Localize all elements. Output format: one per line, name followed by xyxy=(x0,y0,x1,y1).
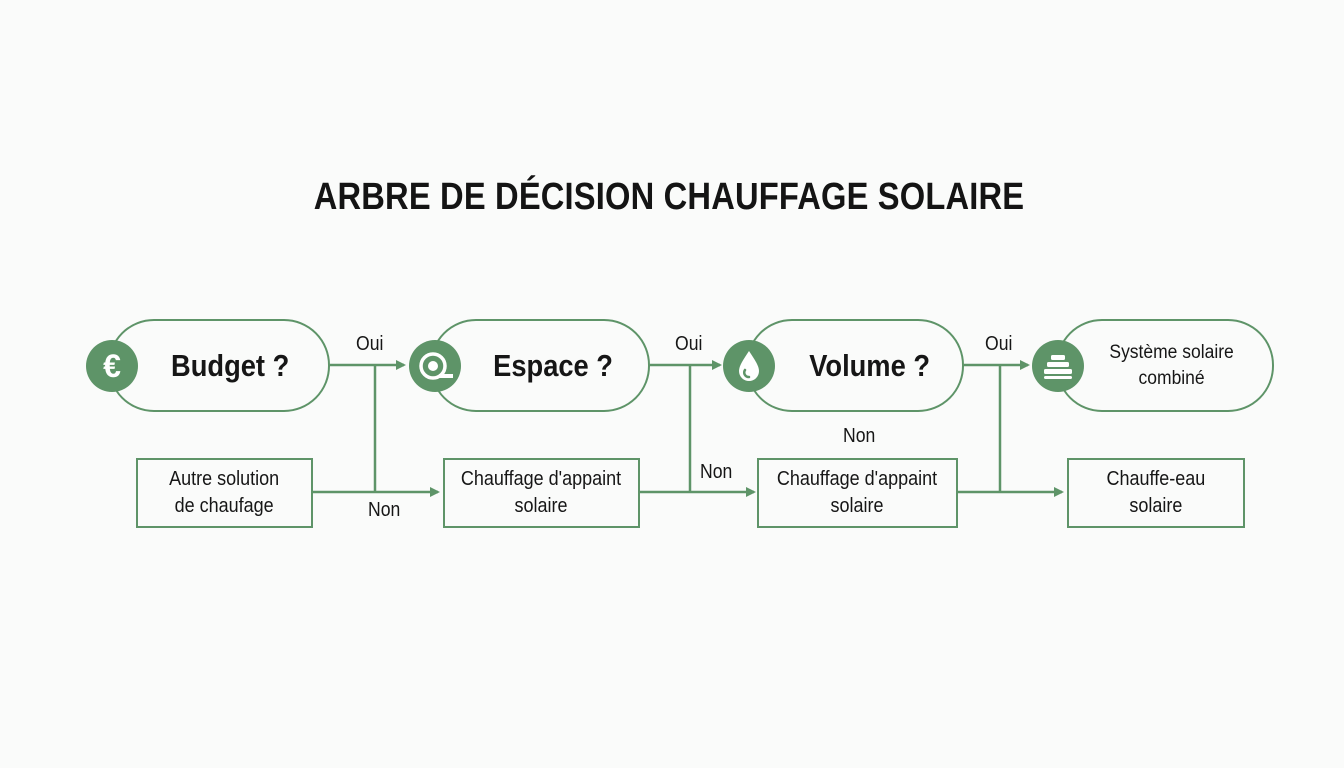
diagram-title: ARBRE DE DÉCISION CHAUFFAGE SOLAIRE xyxy=(313,176,1025,218)
outcome-water-heater: Chauffe-eau solaire xyxy=(1067,458,1245,528)
outcome-backup-heating-1: Chauffage d'appaint solaire xyxy=(443,458,640,528)
decision-espace: Espace ? xyxy=(430,319,650,412)
outcome-water-heater-label: Chauffe-eau solaire xyxy=(1106,468,1206,517)
tape-measure-icon xyxy=(409,340,461,392)
euro-icon: € xyxy=(86,340,138,392)
decision-budget-label: Budget ? xyxy=(170,347,290,383)
edge-label-yes-1: Oui xyxy=(356,333,384,355)
decision-volume: Volume ? xyxy=(746,319,964,412)
solar-panel-icon xyxy=(1032,340,1084,392)
edge-label-no-1: Non xyxy=(368,499,401,521)
edge-label-yes-3: Oui xyxy=(985,333,1013,355)
outcome-other-solution-label: Autre solution de chaufage xyxy=(169,468,280,517)
decision-volume-label: Volume ? xyxy=(809,347,931,383)
water-drop-icon xyxy=(723,340,775,392)
final-system-label: Système solaire combiné xyxy=(1109,341,1235,389)
decision-budget: Budget ? xyxy=(108,319,330,412)
final-system: Système solaire combiné xyxy=(1056,319,1274,412)
edge-label-yes-2: Oui xyxy=(675,333,703,355)
edge-label-no-3: Non xyxy=(843,425,876,447)
edge-label-no-2: Non xyxy=(700,461,733,483)
outcome-backup-heating-2-label: Chauffage d'appaint solaire xyxy=(777,468,938,517)
outcome-backup-heating-1-label: Chauffage d'appaint solaire xyxy=(461,468,622,517)
outcome-backup-heating-2: Chauffage d'appaint solaire xyxy=(757,458,958,528)
decision-espace-label: Espace ? xyxy=(493,347,613,383)
svg-text:€: € xyxy=(103,348,121,384)
outcome-other-solution: Autre solution de chaufage xyxy=(136,458,313,528)
